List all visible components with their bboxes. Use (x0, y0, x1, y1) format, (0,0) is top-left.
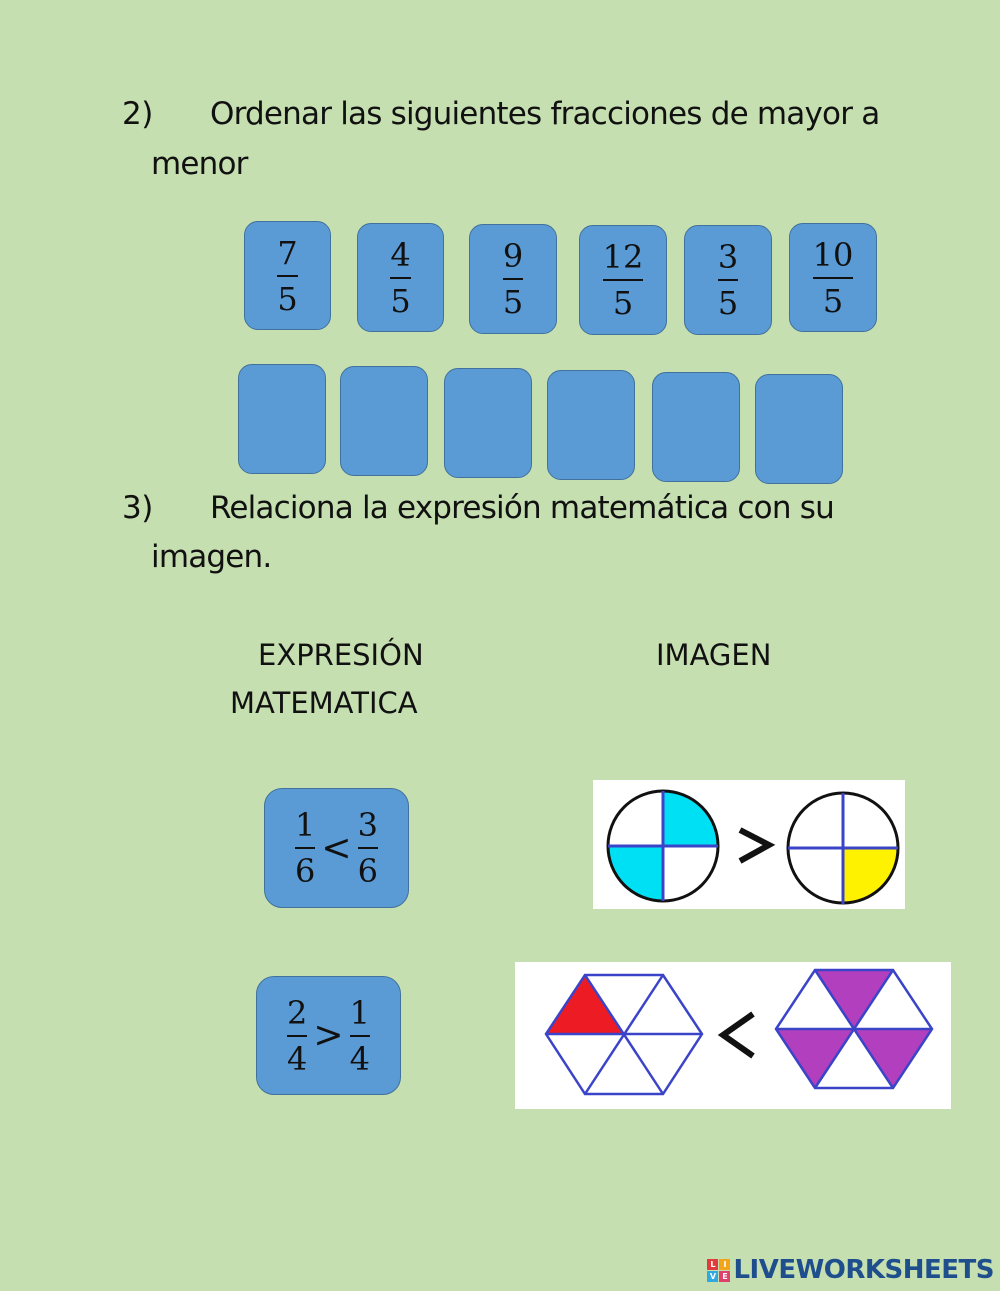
logo-letter: E (719, 1270, 731, 1282)
fraction-card-12-5[interactable]: 12 5 (579, 225, 667, 335)
numerator: 1 (349, 993, 370, 1032)
answer-slot-6[interactable] (755, 374, 843, 484)
comparison-operator: > (313, 1015, 344, 1056)
fraction-bar (349, 1034, 370, 1037)
answer-slot-2[interactable] (340, 366, 428, 476)
answer-slot-4[interactable] (547, 370, 635, 480)
fraction: 12 5 (602, 238, 644, 322)
numerator: 7 (277, 233, 298, 272)
denominator: 4 (287, 1039, 308, 1078)
numerator: 3 (357, 806, 378, 844)
fraction-bar (287, 1034, 308, 1037)
image-hexagons-comparison[interactable] (515, 962, 951, 1109)
fraction-bar (390, 276, 411, 279)
column-header-expression: EXPRESIÓN (258, 638, 424, 672)
question-3-text-line1: Relaciona la expresión matemática con su (210, 490, 835, 526)
fraction-bar (502, 278, 524, 280)
fraction-card-4-5[interactable]: 4 5 (357, 223, 444, 332)
numerator: 9 (502, 237, 524, 275)
answer-slot-1[interactable] (238, 364, 326, 474)
question-3-number: 3) (122, 490, 153, 526)
fraction-bar (357, 847, 378, 849)
fraction-card-3-5[interactable]: 3 5 (684, 225, 772, 335)
question-2-text-line2: menor (151, 146, 248, 182)
logo-mark-icon: L I V E (707, 1258, 731, 1282)
fraction-bar (812, 276, 854, 279)
denominator: 5 (717, 284, 739, 322)
numerator: 10 (812, 235, 854, 274)
logo-letter: V (707, 1270, 719, 1282)
column-header-expression-line2: MATEMATICA (230, 686, 418, 720)
comparison-operator: < (321, 827, 352, 869)
numerator: 12 (602, 238, 644, 276)
answer-slot-5[interactable] (652, 372, 740, 482)
hexagons-comparison-graphic (544, 968, 934, 1096)
logo-letter: I (719, 1258, 731, 1270)
numerator: 3 (717, 238, 739, 276)
fraction: 10 5 (812, 235, 854, 320)
fraction: 9 5 (502, 237, 524, 321)
fraction-left: 2 4 (287, 993, 308, 1078)
denominator: 4 (349, 1039, 370, 1078)
fraction: 7 5 (277, 233, 298, 318)
logo-letter: L (707, 1258, 719, 1270)
fraction-right: 3 6 (357, 806, 378, 890)
fraction-card-10-5[interactable]: 10 5 (789, 223, 877, 332)
denominator: 5 (822, 281, 844, 320)
answer-slot-3[interactable] (444, 368, 532, 478)
fraction-bar (602, 279, 644, 281)
denominator: 6 (357, 852, 378, 890)
fraction: 3 5 (717, 238, 739, 322)
fraction-bar (295, 847, 316, 849)
fraction-bar (717, 279, 739, 281)
expression-card-2[interactable]: 2 4 > 1 4 (256, 976, 401, 1095)
image-circles-comparison[interactable] (593, 780, 905, 909)
logo-text: LIVEWORKSHEETS (733, 1255, 994, 1285)
fraction-card-9-5[interactable]: 9 5 (469, 224, 557, 334)
numerator: 2 (287, 993, 308, 1032)
question-3-text-line2: imagen. (151, 539, 272, 575)
fraction-left: 1 6 (295, 806, 316, 890)
question-2-text-line1: Ordenar las siguientes fracciones de may… (210, 96, 880, 132)
column-header-image: IMAGEN (656, 638, 772, 672)
denominator: 6 (295, 852, 316, 890)
denominator: 5 (612, 284, 634, 322)
fraction-right: 1 4 (349, 993, 370, 1078)
numerator: 4 (390, 235, 411, 274)
expression-card-1[interactable]: 1 6 < 3 6 (264, 788, 409, 908)
denominator: 5 (277, 279, 298, 318)
denominator: 5 (390, 281, 411, 320)
fraction-bar (277, 274, 298, 277)
numerator: 1 (295, 806, 316, 844)
denominator: 5 (502, 283, 524, 321)
liveworksheets-logo: L I V E LIVEWORKSHEETS (707, 1255, 994, 1285)
circles-comparison-graphic (606, 789, 900, 905)
fraction-card-7-5[interactable]: 7 5 (244, 221, 331, 330)
question-2-number: 2) (122, 96, 153, 132)
fraction: 4 5 (390, 235, 411, 320)
